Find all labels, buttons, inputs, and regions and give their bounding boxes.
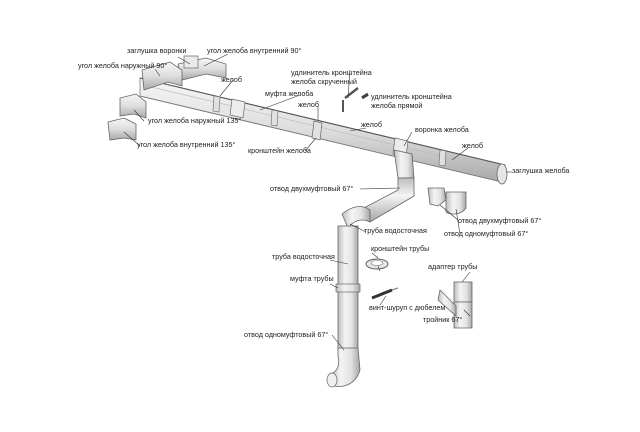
label-downpipe-1: труба водосточная: [364, 226, 427, 235]
label-elbow-double-1: отвод двухмуфтовый 67°: [270, 184, 354, 193]
leader-lines: [123, 53, 512, 351]
elbow-double-67-right: [427, 187, 447, 207]
funnel-cap: [183, 55, 199, 69]
label-gutter-2: желоб: [298, 100, 319, 109]
gutter-end-cap: [496, 163, 508, 185]
bracket-extender-twisted: [342, 87, 359, 112]
label-bracket-extender-straight: удлинитель кронштейна желоба прямой: [371, 92, 452, 110]
label-bracket-extender-twisted: удлинитель кронштейна желоба скрученный: [291, 68, 372, 86]
label-gutter-4: желоб: [462, 141, 483, 150]
label-inner-corner-135: угол желоба внутренний 135°: [137, 140, 236, 149]
gutter-corner-inner-135: [107, 117, 137, 141]
label-outer-corner-135: угол желоба наружный 135°: [148, 116, 242, 125]
tee-67: [437, 289, 473, 329]
label-downpipe-2: труба водосточная: [272, 252, 335, 261]
gutter-funnel: [393, 149, 415, 179]
downpipe-vertical: [335, 225, 361, 351]
gutter-coupling: [229, 98, 246, 119]
elbow-single-67-right: [445, 191, 467, 215]
label-tee: тройник 67°: [423, 315, 463, 324]
label-elbow-single-1: отвод одномуфтовый 67°: [444, 229, 529, 238]
label-gutter-3: желоб: [361, 120, 382, 129]
pipe-adapter: [453, 281, 473, 303]
label-pipe-bracket: кронштейн трубы: [371, 244, 430, 253]
gutter-bracket: [212, 95, 447, 167]
label-gutter-coupling: муфта желоба: [265, 89, 314, 98]
screw-with-dowel: [371, 287, 399, 300]
label-elbow-double-2: отвод двухмуфтовый 67°: [458, 216, 542, 225]
label-gutter-end-cap: заглушка желоба: [512, 166, 570, 175]
label-gutter-1: желоб: [221, 75, 242, 84]
downpipe-horizontal: [341, 206, 371, 229]
label-elbow-single-2: отвод одномуфтовый 67°: [244, 330, 329, 339]
label-pipe-adapter: адаптер трубы: [428, 262, 478, 271]
gutter-corner-outer-135: [119, 93, 147, 119]
label-gutter-bracket: кронштейн желоба: [248, 146, 311, 155]
label-funnel-cap: заглушка воронки: [127, 46, 187, 55]
pipe-bracket: [365, 258, 389, 270]
label-pipe-coupling: муфта трубы: [290, 274, 334, 283]
gutter-corner-outer-90: [141, 61, 183, 91]
label-funnel: воронка желоба: [415, 125, 469, 134]
elbow-single-67-bottom: [326, 347, 361, 388]
label-screw-dowel: винт-шуруп с дюбелем: [369, 303, 446, 312]
label-outer-corner-90: угол желоба наружный 90°: [78, 61, 168, 70]
label-inner-corner-90: угол желоба внутренний 90°: [207, 46, 302, 55]
